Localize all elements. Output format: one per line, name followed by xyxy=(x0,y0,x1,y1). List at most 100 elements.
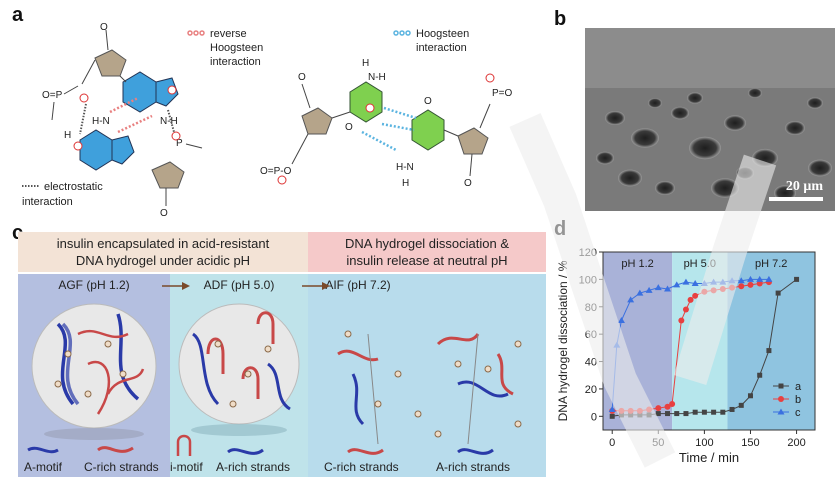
data-point-a xyxy=(766,348,772,354)
insulin-dot xyxy=(119,370,127,378)
ph-region-1 xyxy=(672,252,728,430)
y-tick-label: 40 xyxy=(585,357,597,369)
sem-pore xyxy=(671,106,689,120)
data-point-a xyxy=(655,411,661,417)
y-tick-label: 80 xyxy=(585,302,597,314)
sem-pore xyxy=(648,98,662,108)
c-c-pair-structure: H N-H O O H-N H O O=P-O O P=O xyxy=(260,58,513,189)
sem-pore xyxy=(724,115,746,131)
sem-pore xyxy=(596,151,614,165)
ph-region-label: pH 7.2 xyxy=(755,258,787,270)
legend-a-motif: A-motif xyxy=(24,460,63,474)
atom-n-h: H-N xyxy=(92,116,110,127)
x-tick-label: 100 xyxy=(695,437,713,449)
x-tick-label: 150 xyxy=(741,437,759,449)
electrostatic-label-1: electrostatic xyxy=(44,181,103,193)
atom-o-top: O xyxy=(100,22,108,33)
data-point-a xyxy=(674,411,680,417)
insulin-dot xyxy=(229,400,237,408)
panel-c: insulin encapsulated in acid-resistant D… xyxy=(18,232,546,477)
header-left-box xyxy=(18,232,308,272)
ph-region-0 xyxy=(603,252,673,430)
atom-o-c2: O xyxy=(424,96,432,107)
insulin-dot xyxy=(374,400,382,408)
a-rich-strand-icon xyxy=(227,448,264,455)
atom-n-top: N-H xyxy=(368,72,386,83)
data-point-a xyxy=(609,413,615,419)
data-point-b xyxy=(701,288,708,295)
legend-electrostatic: electrostatic interaction xyxy=(22,181,103,208)
y-tick-label: 60 xyxy=(585,329,597,341)
y-axis-label: DNA hydrogel dissociation / % xyxy=(556,260,570,421)
hoogsteen-label-1: Hoogsteen xyxy=(416,28,469,40)
atom-p-right2: P=O xyxy=(492,88,513,99)
stage-agf-label: AGF (pH 1.2) xyxy=(58,278,130,292)
y-tick-label: 20 xyxy=(585,384,597,396)
data-point-a xyxy=(692,409,698,415)
legend-hoogsteen: Hoogsteen interaction xyxy=(393,28,469,54)
adenine-ring-bottom xyxy=(79,129,113,171)
atom-o-right: O xyxy=(464,178,472,189)
hoogsteen-label-2: interaction xyxy=(416,42,467,54)
panel-letter-c: c xyxy=(12,222,23,245)
data-point-b xyxy=(710,287,717,294)
panel-a-structures: O O=P H H-N N-H O P xyxy=(22,22,513,219)
data-point-b xyxy=(646,406,653,413)
stage-aif-label: AIF (pH 7.2) xyxy=(325,278,391,292)
scale-bar-label: 20 μm xyxy=(785,179,823,194)
sem-pore xyxy=(785,121,805,135)
sem-pore xyxy=(687,92,703,104)
y-tick-label: 0 xyxy=(591,411,597,423)
atom-o-left2: O xyxy=(298,72,306,83)
adf-hydrogel-sphere xyxy=(178,303,300,425)
sem-image: 20 μm xyxy=(585,28,835,211)
header-left: insulin encapsulated in acid-resistant D… xyxy=(18,235,308,269)
atom-o-c: O xyxy=(345,122,353,133)
data-point-a xyxy=(701,409,707,415)
legend-marker-c xyxy=(777,408,785,415)
data-point-a xyxy=(665,411,671,417)
atom-h-top: H xyxy=(362,58,369,69)
data-point-b xyxy=(618,407,625,414)
data-point-a xyxy=(794,276,800,282)
atom-o-bottom: O xyxy=(160,208,168,219)
legend-label-b: b xyxy=(795,394,801,406)
legend-c-rich-1: C-rich strands xyxy=(84,460,159,474)
reverse-hoogsteen-label-2: Hoogsteen xyxy=(210,42,263,54)
atom-h-bottom: H xyxy=(402,178,409,189)
data-point-a xyxy=(646,412,652,418)
reverse-hoogsteen-bond-2 xyxy=(117,114,153,134)
sem-pore xyxy=(748,88,762,98)
reverse-hoogsteen-label-1: reverse xyxy=(210,28,247,40)
data-point-b xyxy=(669,400,676,407)
sugar-ring-bottom xyxy=(151,161,185,189)
atom-h-left: H xyxy=(64,130,71,141)
insulin-dot xyxy=(484,365,492,373)
data-point-b xyxy=(655,405,662,412)
sugar-ring-top xyxy=(94,49,127,77)
atom-p-left: O=P-O xyxy=(260,166,292,177)
panel-letter-b: b xyxy=(554,8,567,30)
a-rich-strand-icon-2 xyxy=(457,448,494,455)
aif-region xyxy=(308,274,546,477)
c-rich-strand-icon-2 xyxy=(347,448,384,455)
insulin-dot xyxy=(264,345,272,353)
ph-region-label: pH 1.2 xyxy=(621,258,653,270)
insulin-dot xyxy=(64,350,72,358)
stage-adf-label: ADF (pH 5.0) xyxy=(203,278,275,292)
header-left-line-1: insulin encapsulated in acid-resistant xyxy=(56,236,270,251)
y-tick-label: 100 xyxy=(579,274,597,286)
sem-pore xyxy=(752,148,778,168)
header-left-line-2: DNA hydrogel under acidic pH xyxy=(75,253,251,268)
data-point-a xyxy=(738,402,744,408)
c-rich-strand-icon xyxy=(97,446,134,453)
x-tick-label: 50 xyxy=(652,437,664,449)
y-tick-label: 120 xyxy=(579,247,597,259)
sem-pore xyxy=(618,169,642,187)
data-point-b xyxy=(692,292,699,299)
insulin-dot xyxy=(414,410,422,418)
header-right-line-1: DNA hydrogel dissociation & xyxy=(344,236,510,251)
legend-label-c: c xyxy=(795,407,801,419)
electrostatic-bond-2 xyxy=(167,109,175,133)
